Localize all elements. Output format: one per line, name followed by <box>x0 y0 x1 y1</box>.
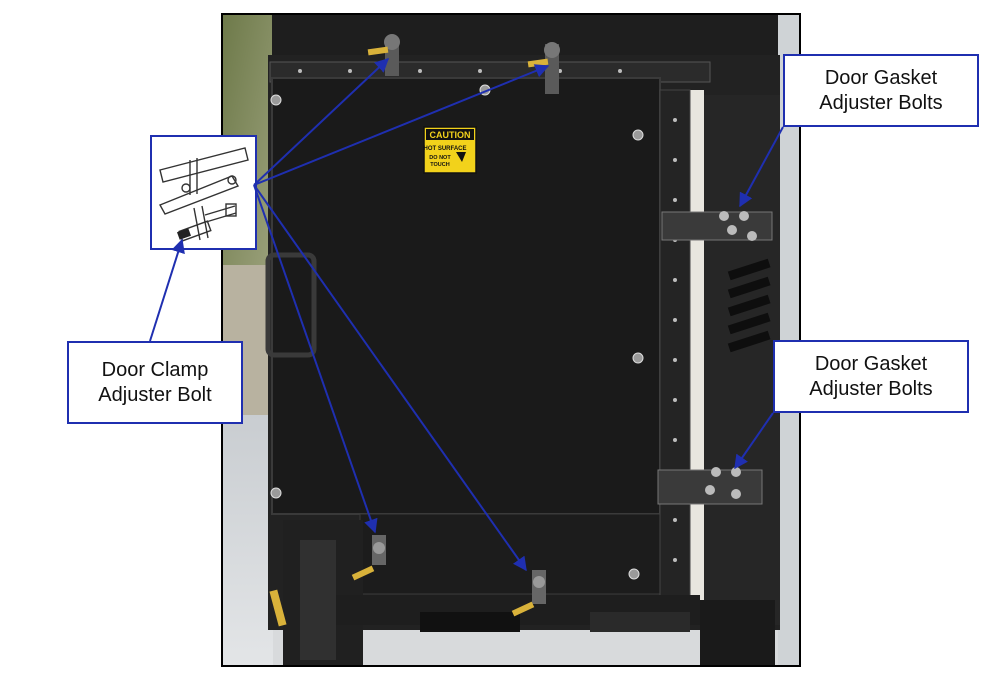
arrow-clamp-label <box>149 238 185 342</box>
gasket-bracket-lower <box>657 467 763 505</box>
gasket-bracket-upper <box>661 211 773 241</box>
arrow-gasket-lower <box>734 412 774 470</box>
arrow-to-top-clamp-right <box>253 64 550 186</box>
callout-gasket-upper: Door Gasket Adjuster Bolts <box>783 54 979 127</box>
top-clamp-left <box>367 34 400 76</box>
callout-gasket-lower: Door Gasket Adjuster Bolts <box>773 340 969 413</box>
arrow-to-bottom-clamp-left <box>253 184 378 534</box>
caution-line-1: HOT SURFACE <box>423 146 466 152</box>
arrow-gasket-upper <box>739 126 784 208</box>
clamp-detail-inset <box>150 135 257 250</box>
arrow-to-bottom-clamp-right <box>253 184 527 572</box>
caution-line-3: TOUCH <box>430 162 449 168</box>
callout-gasket-lower-line2: Adjuster Bolts <box>809 377 933 400</box>
arrow-to-top-clamp-left <box>253 58 390 186</box>
callout-gasket-upper-line2: Adjuster Bolts <box>819 91 943 114</box>
callout-door-clamp-line2: Adjuster Bolt <box>98 383 212 406</box>
callout-arrows <box>149 58 784 572</box>
callout-door-clamp: Door Clamp Adjuster Bolt <box>67 341 243 424</box>
callout-gasket-upper-line1: Door Gasket <box>824 66 938 89</box>
bottom-clamp-left <box>351 535 386 581</box>
bottom-clamp-right <box>511 570 546 617</box>
top-clamp-right <box>527 42 560 94</box>
callout-gasket-lower-line1: Door Gasket <box>814 352 928 375</box>
callout-door-clamp-line1: Door Clamp <box>101 358 209 381</box>
caution-sign: CAUTION HOT SURFACE DO NOT TOUCH <box>423 126 477 174</box>
caution-heading: CAUTION <box>430 130 471 140</box>
caution-line-2: DO NOT <box>429 155 451 161</box>
